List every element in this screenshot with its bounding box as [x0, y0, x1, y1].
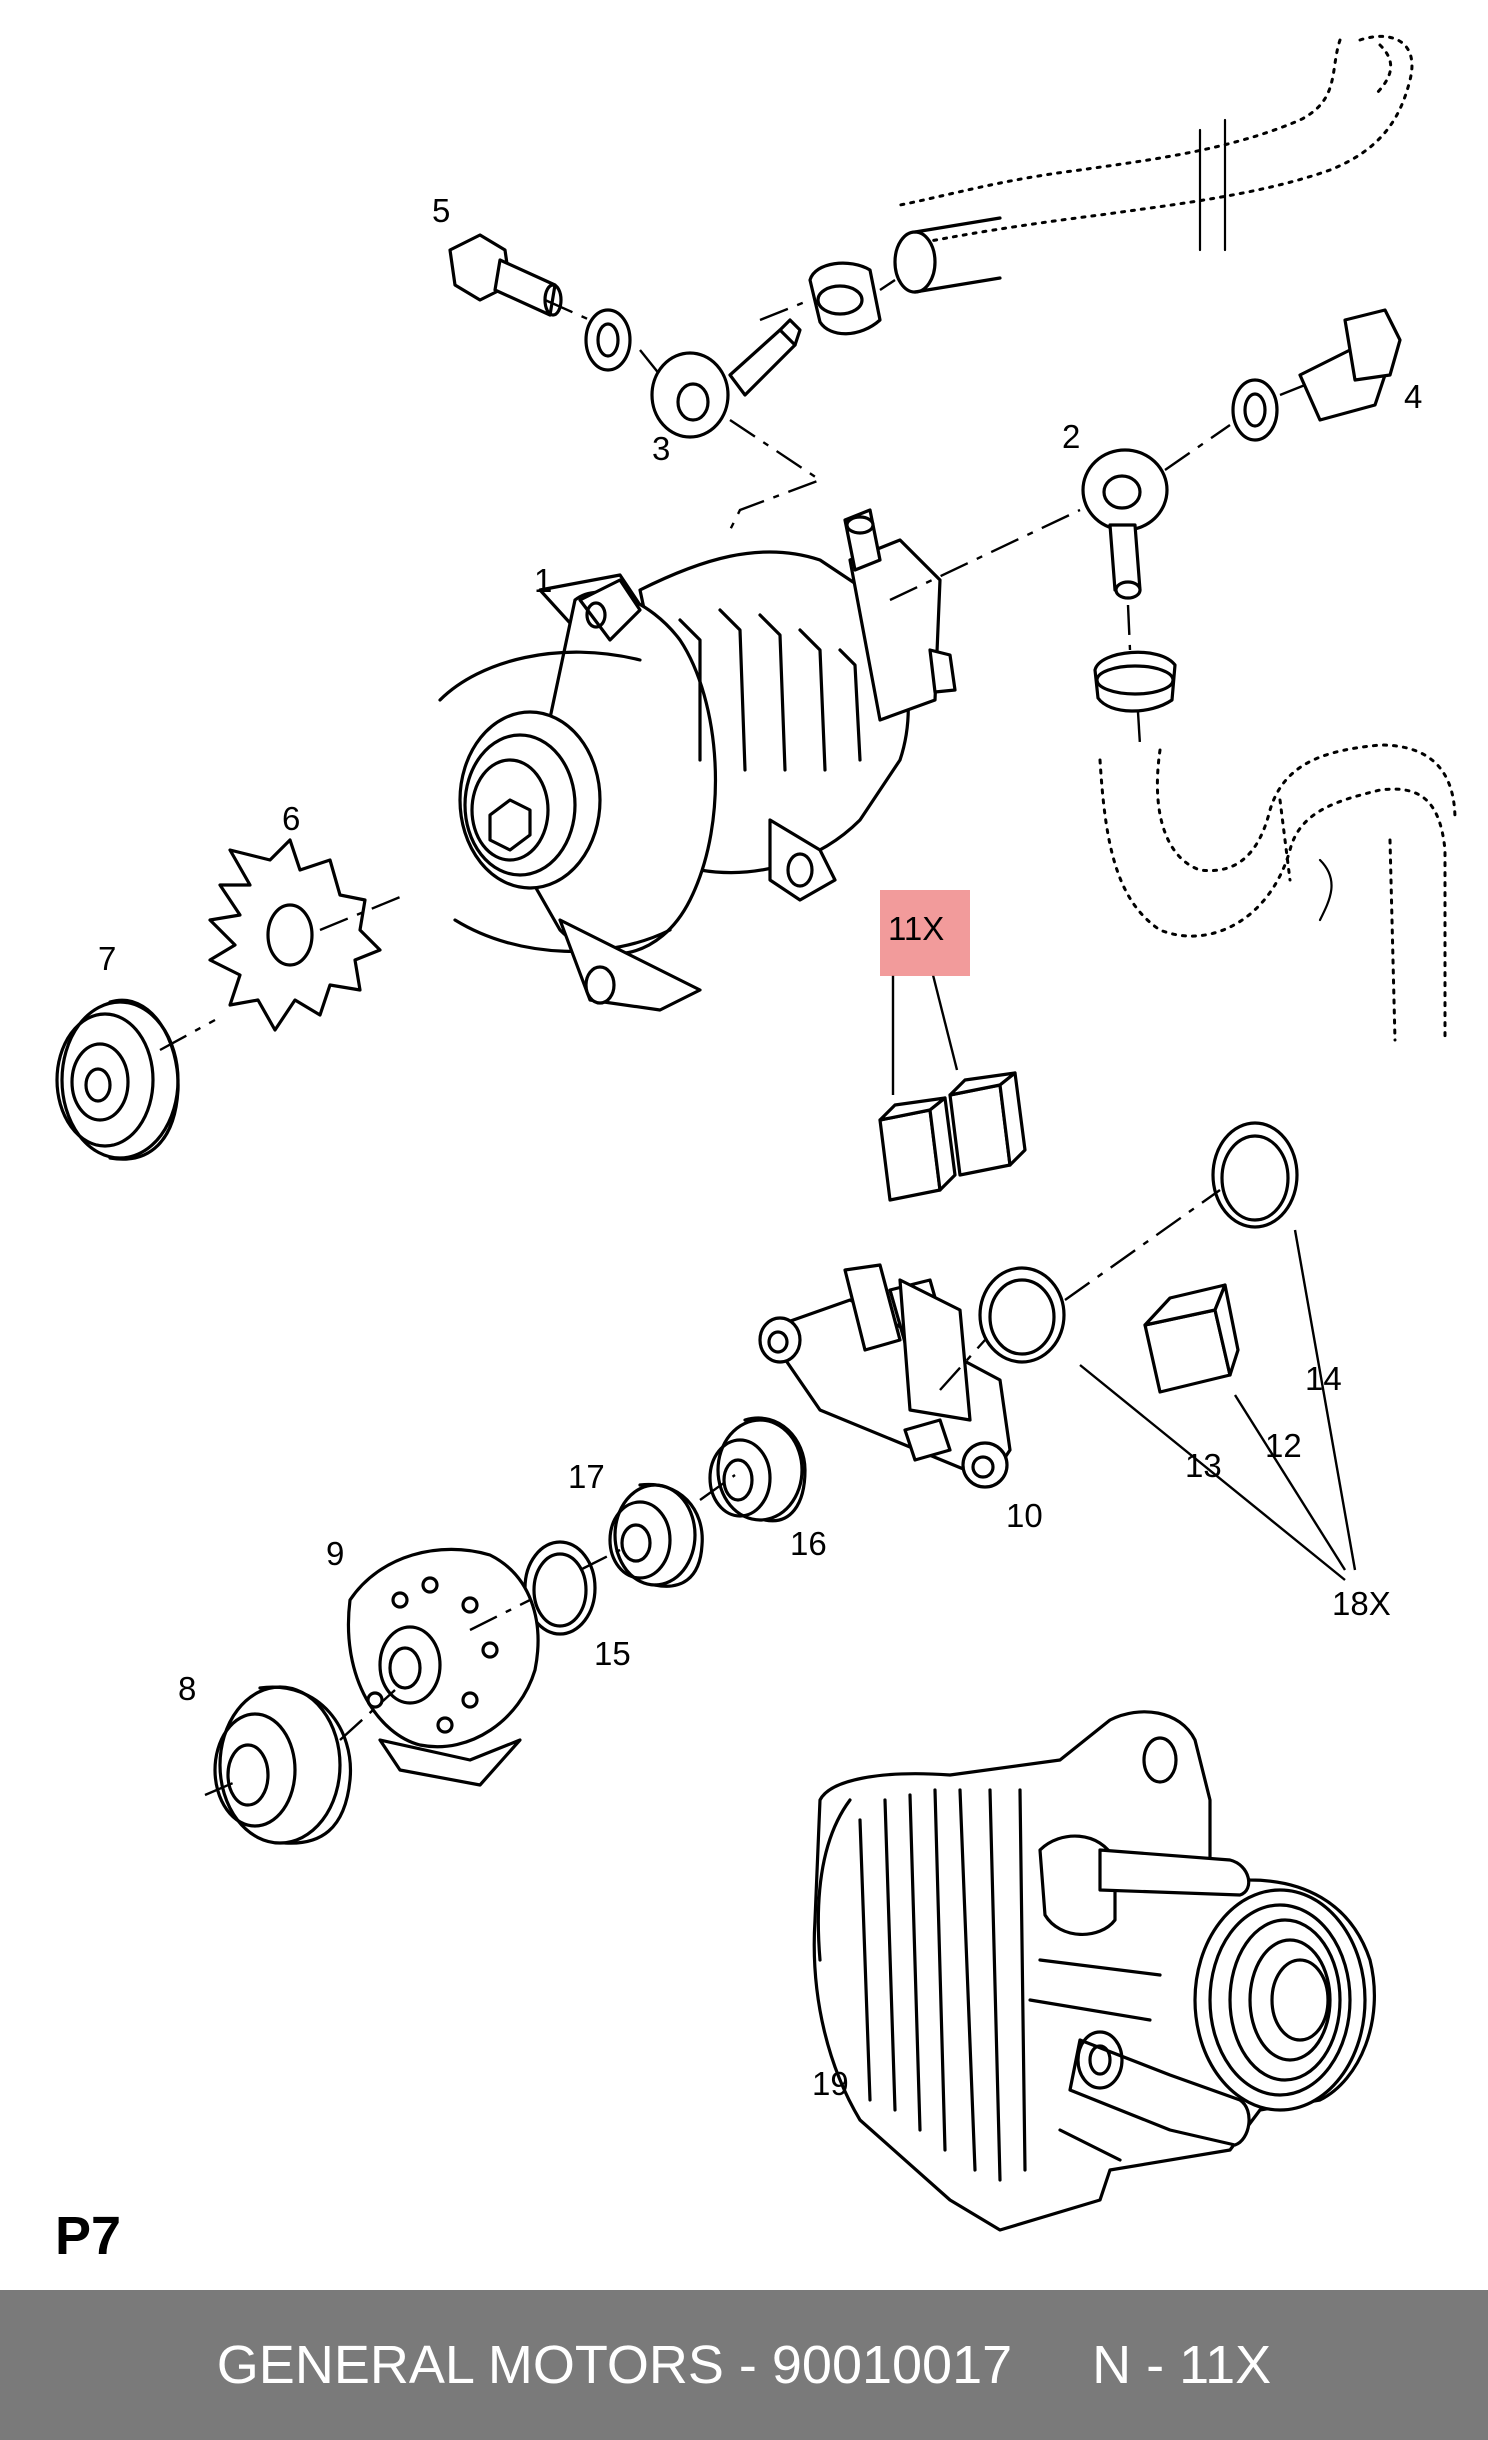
callout-17: 17: [568, 1458, 605, 1495]
bearing-8: [213, 1685, 353, 1845]
callout-13: 13: [1185, 1447, 1222, 1484]
leader-lines: [891, 974, 1357, 1581]
hose-clamp-upper: [808, 261, 882, 336]
callout-14: 14: [1305, 1360, 1342, 1397]
banjo-bolt-5: [448, 233, 563, 317]
callout-18x: 18X: [1332, 1585, 1391, 1622]
callout-6: 6: [282, 800, 300, 837]
callout-4: 4: [1404, 378, 1422, 415]
pulley-7: [55, 998, 180, 1161]
alignment-lines: [159, 279, 1306, 1797]
callout-10: 10: [1006, 1497, 1043, 1534]
pulley-nut: [488, 798, 532, 852]
callout-12: 12: [1265, 1427, 1302, 1464]
footer-part-number: GENERAL MOTORS - 90010017: [216, 2335, 1013, 2395]
exploded-parts-diagram: 1 2 3 4 5 6 7 8 9 10 11X 12 13 14 15 16 …: [55, 34, 1457, 2232]
page-label: P7: [55, 2206, 122, 2266]
highlight-box: [880, 890, 970, 976]
alternator-1: [438, 508, 957, 1012]
o-ring-13: [978, 1266, 1066, 1364]
alternator-assembly-19: [812, 1710, 1376, 2232]
callout-8: 8: [178, 1670, 196, 1707]
rectifier-9: [347, 1547, 540, 1787]
banjo-fitting-2: [1081, 448, 1169, 600]
banjo-bolt-4: [1298, 308, 1402, 422]
washer-upper-right: [1231, 378, 1279, 442]
callout-2: 2: [1062, 418, 1080, 455]
callout-9: 9: [326, 1535, 344, 1572]
callout-5: 5: [432, 192, 450, 229]
callout-1: 1: [534, 562, 552, 599]
callout-labels: 1 2 3 4 5 6 7 8 9 10 11X 12 13 14 15 16 …: [98, 192, 1422, 2102]
callout-19: 19: [812, 2065, 849, 2102]
footer-position: N - 11X: [1092, 2335, 1272, 2395]
upper-hose: [893, 34, 1414, 294]
fan-6: [208, 838, 382, 1032]
callout-15: 15: [594, 1635, 631, 1672]
brush-12: [1143, 1283, 1240, 1394]
callout-7: 7: [98, 940, 116, 977]
footer-bar: GENERAL MOTORS - 90010017 N - 11X: [0, 2290, 1488, 2440]
alternator-pulley-face: [458, 710, 602, 890]
banjo-fitting-3: [650, 318, 802, 439]
washer-upper-left: [584, 308, 632, 372]
callout-16: 16: [790, 1525, 827, 1562]
bearing-16: [708, 1416, 807, 1523]
lower-hose: [1098, 743, 1457, 1042]
bearing-17: [608, 1482, 704, 1588]
callout-11x: 11X: [888, 910, 944, 947]
regulator-10: [758, 1263, 1012, 1489]
brushes-11x: [878, 1071, 1027, 1202]
hose-end-upper: [893, 230, 937, 294]
hose-clamp-lower: [1093, 650, 1177, 713]
callout-3: 3: [652, 430, 670, 467]
o-ring-14: [1211, 1121, 1299, 1229]
